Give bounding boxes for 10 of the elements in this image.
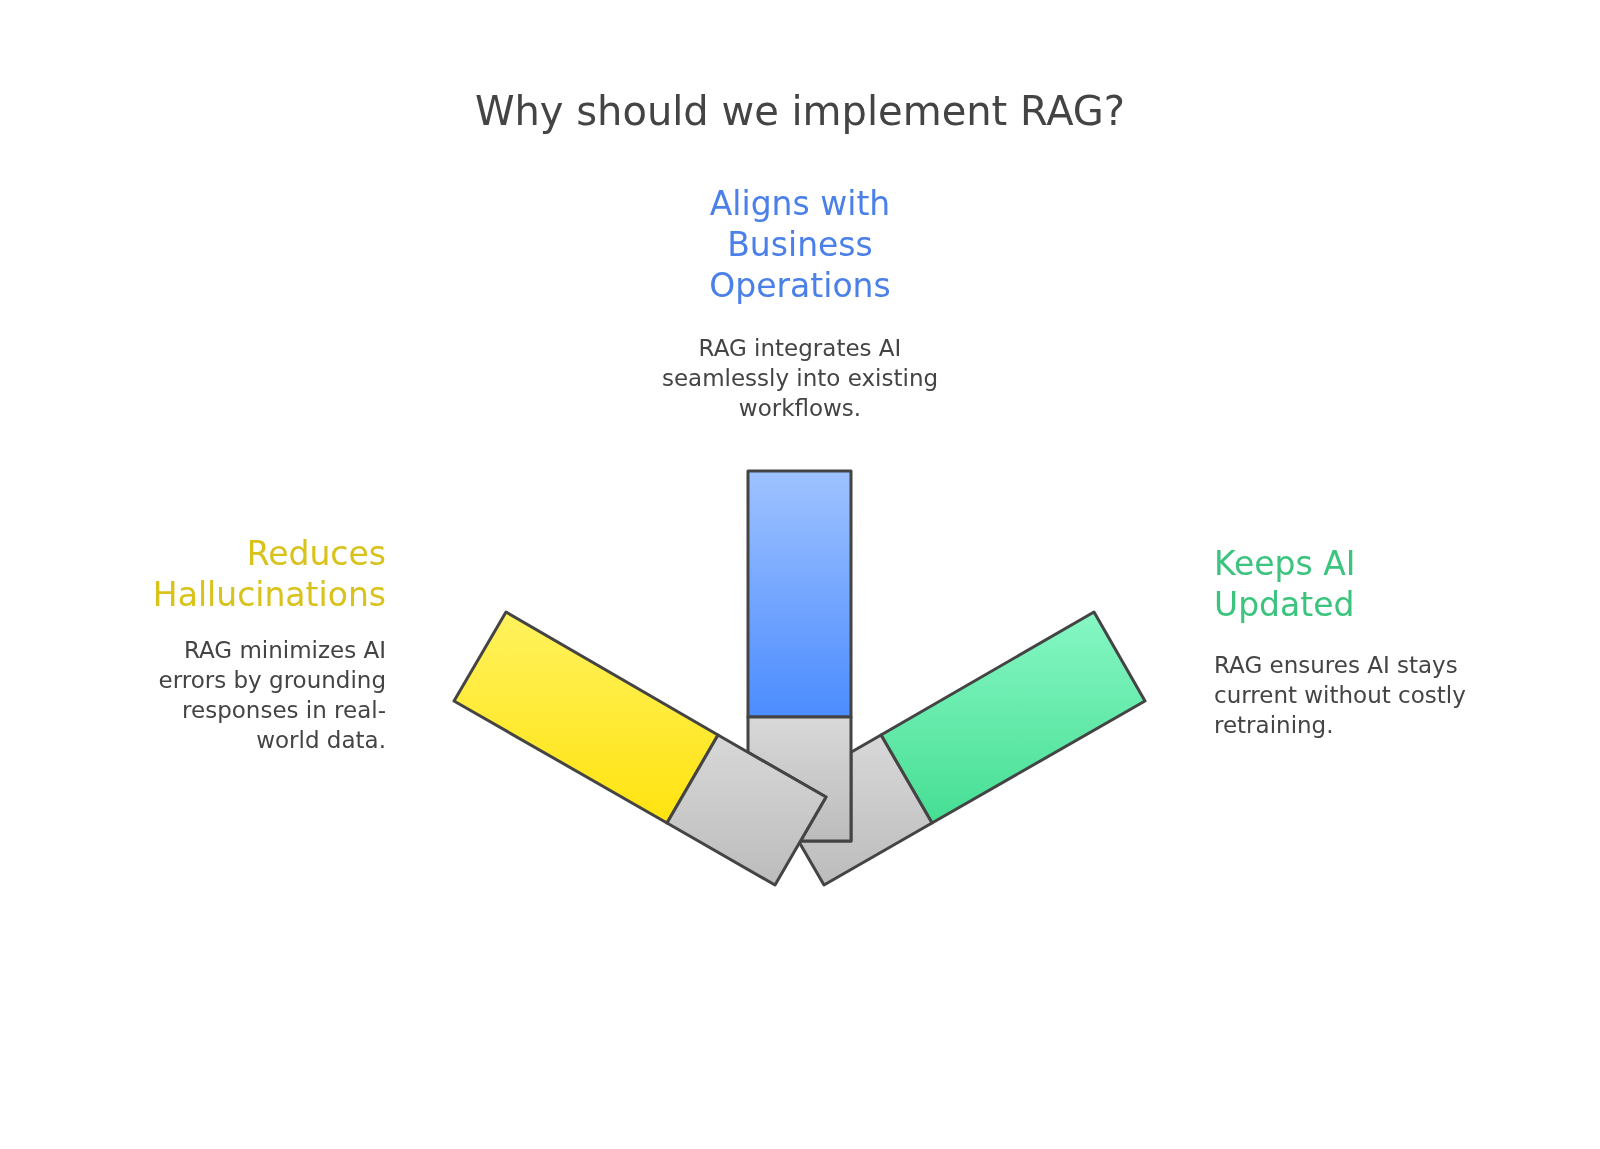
description: RAG minimizes AI errors by grounding responses in real-world data. [157, 636, 386, 755]
heading: Reduces Hallucinations [151, 533, 386, 615]
description: RAG ensures AI stays current without costly retraining. [1214, 651, 1467, 740]
tilted-bar [452, 610, 828, 887]
heading: Keeps AI Updated [1214, 543, 1357, 625]
heading: Aligns with Business Operations [708, 183, 892, 306]
vertical-bar [746, 469, 853, 843]
description: RAG integrates AI seamlessly into existing workflows. [660, 334, 940, 423]
title: Why should we implement RAG? [473, 87, 1127, 136]
tilted-bar [797, 610, 1147, 887]
